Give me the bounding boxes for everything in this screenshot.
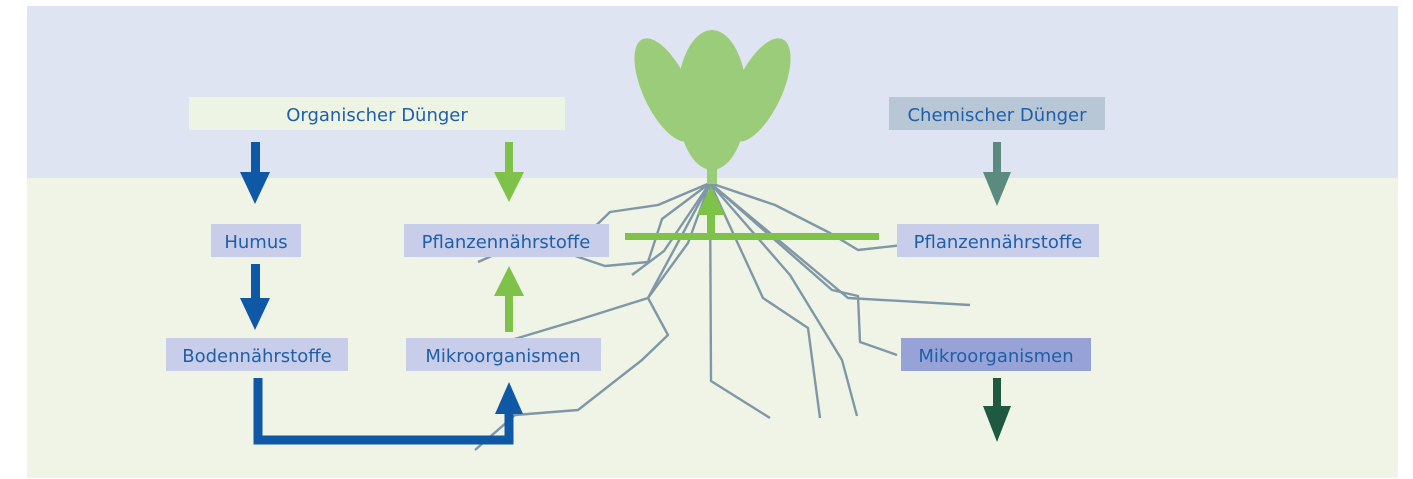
arrow-microorganisms-down: [983, 378, 1011, 442]
plant-stem: [707, 158, 717, 184]
microorganisms-left-label: Mikroorganismen: [425, 346, 580, 367]
arrow-organic-to-plant-nutrients: [494, 142, 524, 202]
plant-nutrients-left-box: [404, 224, 609, 257]
arrow-chemical-to-plant-nutrients: [983, 142, 1011, 206]
root-5: [474, 182, 712, 451]
plant-nutrients-left-label: Pflanzennährstoffe: [422, 232, 591, 253]
arrow-microorganisms-to-plant-nutrients: [494, 266, 524, 332]
root-7: [708, 182, 822, 419]
plant-nutrients-right-label: Pflanzennährstoffe: [914, 232, 1083, 253]
arrow-organic-to-humus: [240, 142, 270, 204]
plant-nutrients-right-box: [897, 224, 1099, 257]
root-6: [708, 182, 771, 420]
microorganisms-right-box: [901, 338, 1091, 371]
arrow-humus-to-soil-nutrients: [240, 264, 270, 330]
chemical-fertilizer-box: [889, 97, 1105, 130]
root-3: [631, 182, 711, 276]
nutrient-uptake-arrow: [697, 186, 725, 236]
chemical-fertilizer-label: Chemischer Dünger: [907, 105, 1087, 126]
soil-nutrients-label: Bodennährstoffe: [182, 346, 331, 367]
root-9: [709, 182, 898, 357]
humus-box: [211, 224, 301, 257]
organic-fertilizer-box: [189, 97, 565, 130]
microorganisms-left-box: [406, 338, 601, 371]
organic-fertilizer-label: Organischer Dünger: [286, 105, 468, 126]
plant-icon: [634, 30, 791, 184]
soil-nutrients-box: [166, 338, 348, 371]
microorganisms-right-label: Mikroorganismen: [918, 346, 1073, 367]
root-10: [709, 182, 971, 307]
humus-label: Humus: [224, 232, 287, 253]
root-8: [709, 182, 859, 417]
plant-leaf-center: [677, 30, 747, 170]
nutrient-uptake-bar: [625, 233, 879, 240]
arrow-soil-nutrients-to-microorganisms: [253, 378, 523, 445]
